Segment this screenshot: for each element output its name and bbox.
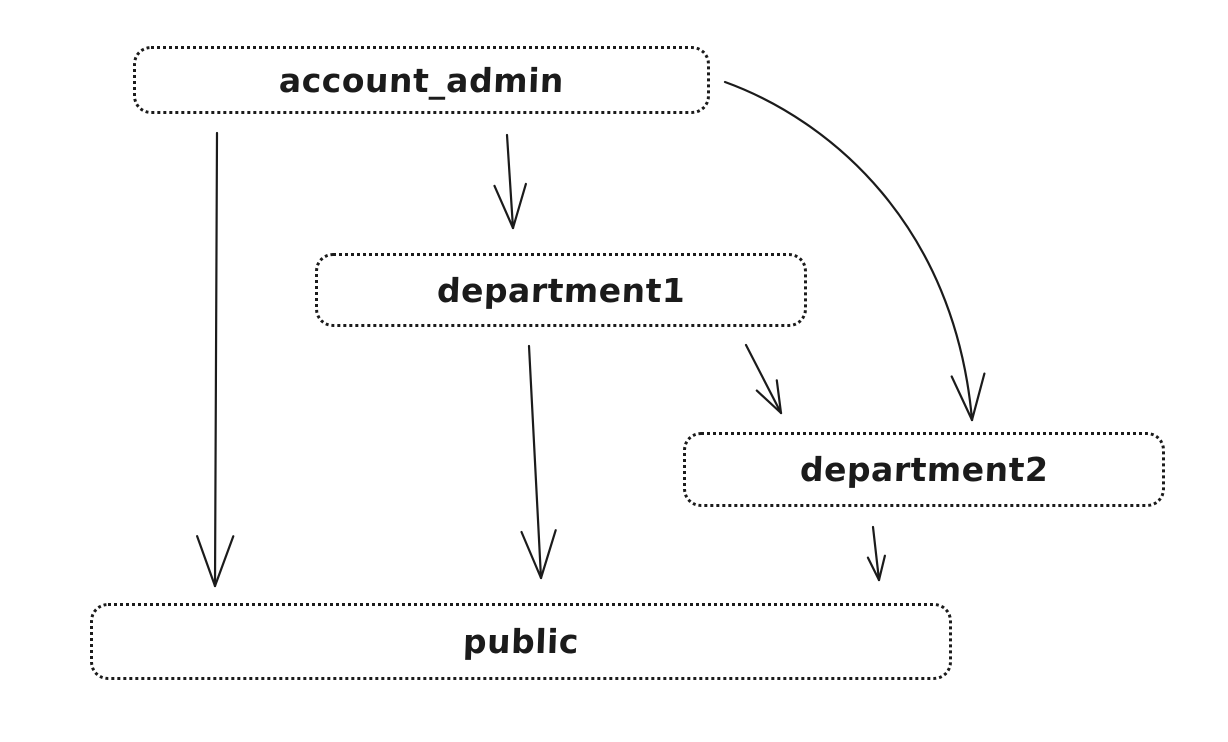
edge-department1-to-department2 [744, 343, 783, 415]
edge-account_admin-to-department1 [493, 133, 527, 230]
node-department1: department1 [315, 253, 807, 327]
node-department2-label: department2 [799, 450, 1049, 489]
edge-department2-to-public [866, 525, 886, 582]
node-account-admin: account_admin [133, 46, 710, 114]
edge-account_admin-to-department2 [723, 80, 986, 422]
node-public-label: public [462, 622, 580, 661]
node-public: public [90, 603, 952, 680]
node-account-admin-label: account_admin [278, 60, 565, 100]
edge-account_admin-to-public [196, 131, 235, 588]
node-department2: department2 [683, 432, 1165, 507]
node-department1-label: department1 [436, 270, 686, 310]
edge-department1-to-public [520, 344, 557, 580]
